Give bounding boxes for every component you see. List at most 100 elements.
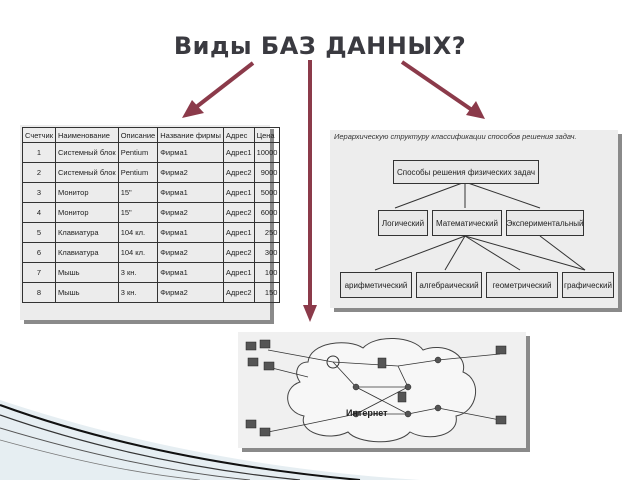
hierarchy-caption: Иерархическую структуру классификации сп… — [334, 132, 577, 141]
column-header: Счетчик — [22, 127, 56, 143]
computer-icon — [259, 339, 271, 349]
network-diagram — [245, 337, 507, 443]
router-icon — [434, 404, 442, 412]
table-cell: Монитор — [54, 182, 119, 203]
computer-icon — [245, 419, 257, 429]
table-cell: Фирма1 — [157, 142, 224, 163]
table-cell: Адрес1 — [222, 262, 255, 283]
hierarchy-leaf-graphic: графический — [562, 272, 614, 298]
table-cell: Адрес2 — [222, 242, 255, 263]
table-cell: Фирма2 — [157, 282, 224, 303]
computer-icon — [495, 345, 507, 355]
table-cell: Адрес1 — [222, 142, 255, 163]
table-cell: 15" — [117, 202, 159, 223]
table-cell: Клавиатура — [54, 222, 119, 243]
arrow-right — [400, 60, 474, 112]
table-cell: 8 — [22, 282, 56, 303]
computer-icon — [245, 341, 257, 351]
internet-label: Интернет — [346, 408, 388, 418]
table-cell: 7 — [22, 262, 56, 283]
table-cell: Фирма2 — [157, 162, 224, 183]
table-cell: Монитор — [54, 202, 119, 223]
table-cell: 5 — [22, 222, 56, 243]
table-cell: Фирма2 — [157, 202, 224, 223]
table-cell: 10000 — [253, 142, 281, 163]
table-cell: 104 кл. — [117, 242, 159, 263]
relational-table: Счетчик Наименование Описание Название ф… — [22, 127, 281, 303]
table-cell: 4 — [22, 202, 56, 223]
hierarchical-diagram-panel: Иерархическую структуру классификации сп… — [330, 130, 618, 308]
table-cell: 15" — [117, 182, 159, 203]
hierarchy-leaf-geometric: геометрический — [486, 272, 558, 298]
internet-cloud — [287, 337, 477, 443]
table-cell: 3 — [22, 182, 56, 203]
arrow-down-head — [303, 305, 317, 322]
table-cell: 100 — [253, 262, 281, 283]
table-cell: Адрес1 — [222, 182, 255, 203]
relational-table-panel: Счетчик Наименование Описание Название ф… — [20, 125, 281, 320]
router-icon — [404, 383, 412, 391]
table-cell: 5000 — [253, 182, 281, 203]
router-icon — [352, 410, 360, 418]
table-cell: 9000 — [253, 162, 281, 183]
arrow-left-head — [182, 100, 204, 118]
table-cell: 6000 — [253, 202, 281, 223]
column-header: Цена — [253, 127, 281, 143]
table-cell: Системный блок — [54, 162, 119, 183]
hierarchy-root: Способы решения физических задач — [393, 160, 539, 184]
table-cell: 3 кн. — [117, 262, 159, 283]
column-header: Адрес — [222, 127, 255, 143]
table-cell: Адрес2 — [222, 162, 255, 183]
server-icon — [377, 357, 387, 369]
table-cell: 1 — [22, 142, 56, 163]
page-title: Виды БАЗ ДАННЫХ? — [173, 32, 467, 60]
router-icon — [434, 356, 442, 364]
node-ring — [326, 355, 340, 369]
table-cell: 2 — [22, 162, 56, 183]
hierarchy-leaf-arithmetic: арифметический — [340, 272, 412, 298]
network-diagram-panel: Интернет — [238, 332, 526, 448]
table-cell: Клавиатура — [54, 242, 119, 263]
hierarchy-connectors — [374, 181, 586, 271]
table-cell: 150 — [253, 282, 281, 303]
arrow-right-head — [466, 101, 485, 119]
table-cell: Адрес2 — [222, 282, 255, 303]
table-header-row: Счетчик Наименование Описание Название ф… — [22, 127, 281, 143]
table-cell: Фирма1 — [157, 262, 224, 283]
table-cell: Адрес2 — [222, 202, 255, 223]
computer-icon — [263, 361, 275, 371]
table-cell: Фирма1 — [157, 222, 224, 243]
column-header: Название фирмы — [157, 127, 224, 143]
table-cell: 3 кн. — [117, 282, 159, 303]
table-cell: 104 кл. — [117, 222, 159, 243]
arrow-left — [193, 61, 255, 110]
column-header: Наименование — [54, 127, 119, 143]
column-header: Описание — [117, 127, 159, 143]
router-icon — [404, 410, 412, 418]
computer-icon — [259, 427, 271, 437]
hierarchy-leaf-algebraic: алгебраический — [416, 272, 482, 298]
table-cell: Фирма1 — [157, 182, 224, 203]
table-cell: Адрес1 — [222, 222, 255, 243]
table-cell: Pentium — [117, 142, 159, 163]
table-cell: 300 — [253, 242, 281, 263]
computer-icon — [247, 357, 259, 367]
table-cell: Мышь — [54, 262, 119, 283]
table-cell: Системный блок — [54, 142, 119, 163]
computer-icon — [495, 415, 507, 425]
hierarchy-node-experimental: Экспериментальный — [506, 210, 584, 236]
table-cell: 6 — [22, 242, 56, 263]
table-cell: Мышь — [54, 282, 119, 303]
hierarchy-node-logical: Логический — [378, 210, 428, 236]
table-cell: Фирма2 — [157, 242, 224, 263]
hierarchy-node-math: Математический — [432, 210, 502, 236]
